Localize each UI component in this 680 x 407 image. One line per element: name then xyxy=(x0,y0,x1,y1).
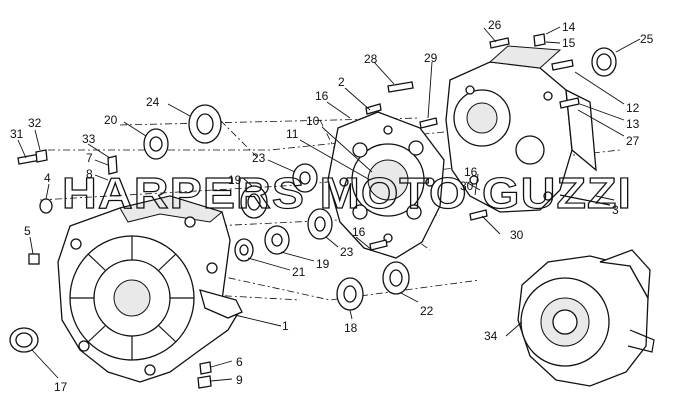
bearing-22 xyxy=(382,261,410,295)
callout-20: 20 xyxy=(104,113,118,127)
callout-11: 11 xyxy=(286,127,299,141)
callout-1: 1 xyxy=(282,319,289,333)
seal-25 xyxy=(591,47,617,77)
callout-30b: 30 xyxy=(510,228,524,242)
bearing-23b xyxy=(307,208,333,240)
bearing-24 xyxy=(188,104,222,144)
callout-12: 12 xyxy=(626,101,640,115)
callout-8: 8 xyxy=(86,167,93,181)
callout-labels: 1 2 3 4 5 6 7 8 9 10 11 12 13 14 15 16 1… xyxy=(10,18,654,394)
callout-7: 7 xyxy=(86,151,93,165)
plug-5 xyxy=(28,253,40,265)
callout-15: 15 xyxy=(562,36,576,50)
callout-32: 32 xyxy=(28,116,42,130)
watermark-text: HARPERS MOTO GUZZI xyxy=(62,169,632,218)
callout-16c: 16 xyxy=(464,165,478,179)
callout-31: 31 xyxy=(10,127,24,141)
callout-5: 5 xyxy=(24,224,31,238)
callout-4: 4 xyxy=(44,171,51,185)
callout-22: 22 xyxy=(420,304,434,318)
callout-27: 27 xyxy=(626,134,640,148)
bolts xyxy=(17,33,580,389)
callout-34: 34 xyxy=(484,329,498,343)
gearbox-housing xyxy=(57,195,243,383)
bearing-19b xyxy=(264,225,290,255)
bearing-18 xyxy=(336,277,364,311)
callout-23a: 23 xyxy=(252,151,266,165)
callout-3: 3 xyxy=(612,203,619,217)
assembled-gearbox xyxy=(517,249,655,387)
callout-6: 6 xyxy=(236,355,243,369)
bearing-20 xyxy=(143,128,169,160)
washer-21 xyxy=(234,238,254,262)
callout-30a: 30 xyxy=(460,179,474,193)
callout-13: 13 xyxy=(626,117,640,131)
callout-25: 25 xyxy=(640,32,654,46)
intermediate-plate xyxy=(327,111,445,259)
plug-4 xyxy=(39,198,53,214)
callout-28: 28 xyxy=(364,52,378,66)
callout-19b: 19 xyxy=(316,257,330,271)
callout-29: 29 xyxy=(424,51,438,65)
callout-10: 10 xyxy=(306,114,320,128)
callout-19a: 19 xyxy=(228,173,242,187)
callout-33: 33 xyxy=(82,132,96,146)
callout-26: 26 xyxy=(488,18,502,32)
seal-17 xyxy=(9,327,39,353)
callout-18: 18 xyxy=(344,321,358,335)
callout-9: 9 xyxy=(236,373,243,387)
bearing-23a xyxy=(292,163,318,193)
callout-21: 21 xyxy=(292,265,306,279)
callout-14: 14 xyxy=(562,20,576,34)
callout-17: 17 xyxy=(54,380,68,394)
callout-16b: 16 xyxy=(352,225,366,239)
callout-16a: 16 xyxy=(315,89,329,103)
callout-23b: 23 xyxy=(340,245,354,259)
callout-2: 2 xyxy=(338,75,345,89)
leader-lines xyxy=(17,26,641,382)
callout-24: 24 xyxy=(146,95,160,109)
bearing-19a xyxy=(240,185,268,219)
